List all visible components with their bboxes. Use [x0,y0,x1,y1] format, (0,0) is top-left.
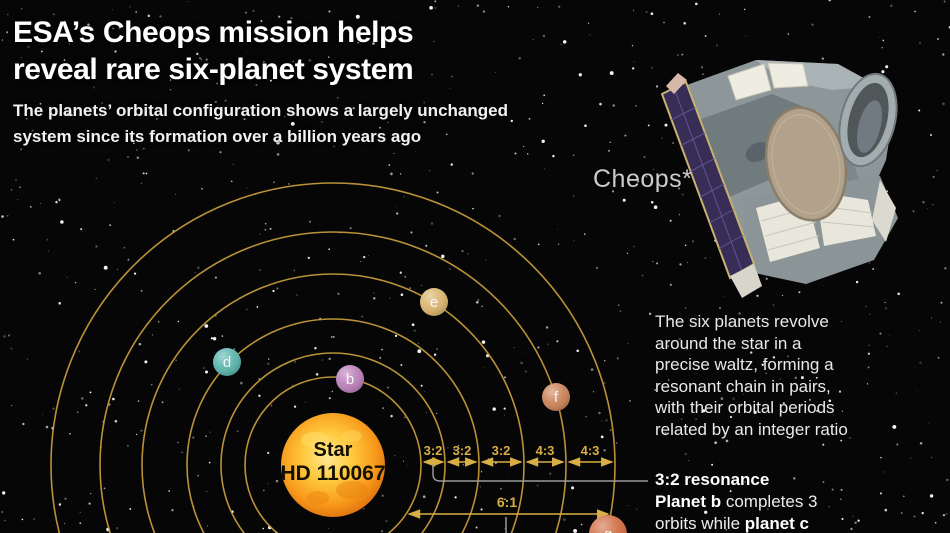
planet-f-label: f [554,389,559,406]
intro-line: precise waltz, forming a [655,355,834,374]
solar-panel-grid [671,87,744,272]
ratio-label-1: 3:2 [424,443,443,458]
orbit-ring-3 [186,318,480,533]
planet-d-label: d [223,354,231,371]
orbit-ring-5 [99,231,567,533]
satellite-bottom-facet [730,264,762,298]
ratio-label-4: 4:3 [536,443,555,458]
subtitle-line2: system since its formation over a billio… [13,127,422,146]
orbit-ring-2 [220,352,446,533]
page-title: ESA’s Cheops mission helps reveal rare s… [13,14,414,88]
intro-line: related by an integer ratio [655,419,848,439]
star-name-line2: HD 110067 [280,462,385,485]
orbit-ring-4 [141,273,525,533]
orbit-rings [50,182,616,533]
planet-b-label: b [346,371,354,388]
resonance-note: 3:2 resonance Planet b completes 3 orbit… [655,469,818,533]
star-hd110067: Star HD 110067 [280,413,386,517]
subtitle-line1: The planets’ orbital configuration shows… [13,101,508,120]
satellite-antenna [666,73,687,94]
resonance-annotations: 3:2 3:2 3:2 4:3 4:3 6:1 [407,443,614,519]
page-subtitle: The planets’ orbital configuration shows… [13,98,508,150]
intro-line: around the star in a [655,333,802,353]
planet-b: b [336,365,364,393]
planet-e: e [420,288,448,316]
resonance-note-heading: 3:2 resonance [655,470,770,489]
satellite-dish [764,106,848,222]
satellite-telescope [838,72,898,168]
connector-line-resonance [432,464,648,482]
outer-resonance-label: 6:1 [497,494,517,510]
ratio-label-3: 3:2 [492,443,511,458]
satellite-top-panels [727,62,809,101]
planet-g-label: g [604,526,612,533]
planets: b d e f g [213,288,627,533]
planet-g: g [589,515,627,533]
star-name-line1: Star [314,439,353,461]
orbit-ring-1 [244,376,422,533]
intro-line: The six planets revolve [655,312,829,331]
resonance-note-line1: Planet b completes 3 [655,492,818,511]
title-line1: ESA’s Cheops mission helps [13,16,414,49]
intro-line: resonant chain in pairs, [655,376,831,396]
title-line2: reveal rare six-planet system [13,53,414,86]
ratio-label-5: 4:3 [581,443,600,458]
orbit-ring-6 [50,182,616,533]
intro-paragraph: The six planets revolve around the star … [655,311,848,440]
planet-f: f [542,383,570,411]
planet-e-label: e [430,294,438,311]
resonance-note-line2: orbits while planet c [655,514,810,533]
intro-line: with their orbital periods [655,398,835,417]
satellite-caption: Cheops* [593,165,693,193]
cheops-satellite-illustration [660,60,898,298]
planet-d: d [213,348,241,376]
ratio-label-2: 3:2 [453,443,472,458]
satellite-vent [745,141,771,163]
